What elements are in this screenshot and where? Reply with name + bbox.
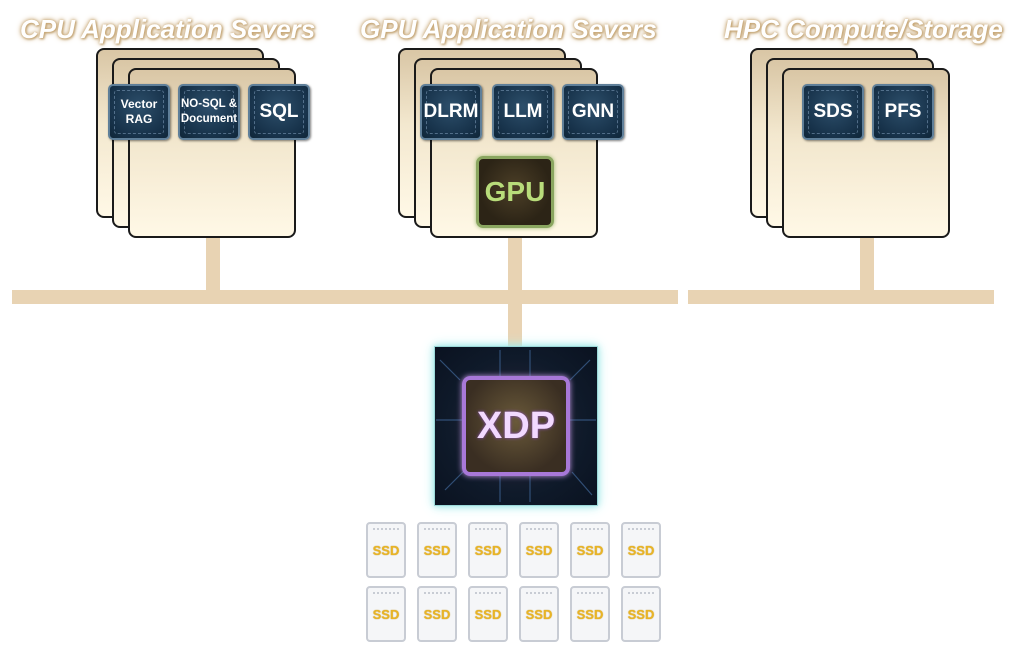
sds-chip: SDS bbox=[802, 84, 864, 140]
ssd-drive-icon: SSD bbox=[570, 586, 610, 642]
ssd-drive-icon: SSD bbox=[468, 522, 508, 578]
ssd-drive-icon: SSD bbox=[366, 586, 406, 642]
ssd-drive-icon: SSD bbox=[366, 522, 406, 578]
ssd-drive-icon: SSD bbox=[570, 522, 610, 578]
ssd-drive-icon: SSD bbox=[417, 522, 457, 578]
ssd-label: SSD bbox=[525, 542, 553, 558]
cpu-servers-title: CPU Application Severs bbox=[20, 14, 316, 44]
xdp-drop-line bbox=[508, 302, 522, 348]
dlrm-chip: DLRM bbox=[420, 84, 482, 140]
ssd-label: SSD bbox=[474, 542, 502, 558]
ssd-label: SSD bbox=[372, 542, 400, 558]
ssd-drive-icon: SSD bbox=[519, 586, 559, 642]
ssd-label: SSD bbox=[372, 606, 400, 622]
ssd-label: SSD bbox=[627, 542, 655, 558]
pfs-chip: PFS bbox=[872, 84, 934, 140]
ssd-drive-icon: SSD bbox=[417, 586, 457, 642]
network-bus-right bbox=[688, 290, 994, 304]
gpu-drop-line bbox=[508, 236, 522, 292]
gnn-chip: GNN bbox=[562, 84, 624, 140]
gpu-servers-title: GPU Application Severs bbox=[360, 14, 657, 44]
ssd-label: SSD bbox=[423, 542, 451, 558]
hpc-drop-line bbox=[860, 236, 874, 292]
ssd-drive-icon: SSD bbox=[468, 586, 508, 642]
gpu-chip: GPU bbox=[476, 156, 554, 228]
ssd-label: SSD bbox=[525, 606, 553, 622]
ssd-drive-icon: SSD bbox=[519, 522, 559, 578]
xdp-chip: XDP bbox=[462, 376, 570, 476]
cpu-drop-line bbox=[206, 236, 220, 292]
ssd-drive-icon: SSD bbox=[621, 586, 661, 642]
ssd-label: SSD bbox=[423, 606, 451, 622]
ssd-label: SSD bbox=[474, 606, 502, 622]
ssd-label: SSD bbox=[576, 542, 604, 558]
ssd-label: SSD bbox=[576, 606, 604, 622]
ssd-drive-icon: SSD bbox=[621, 522, 661, 578]
vector-rag-chip: Vector RAG bbox=[108, 84, 170, 140]
network-bus-left bbox=[12, 290, 678, 304]
ssd-label: SSD bbox=[627, 606, 655, 622]
llm-chip: LLM bbox=[492, 84, 554, 140]
nosql-document-chip: NO-SQL & Document bbox=[178, 84, 240, 140]
hpc-storage-title: HPC Compute/Storage bbox=[724, 14, 1003, 44]
sql-chip: SQL bbox=[248, 84, 310, 140]
